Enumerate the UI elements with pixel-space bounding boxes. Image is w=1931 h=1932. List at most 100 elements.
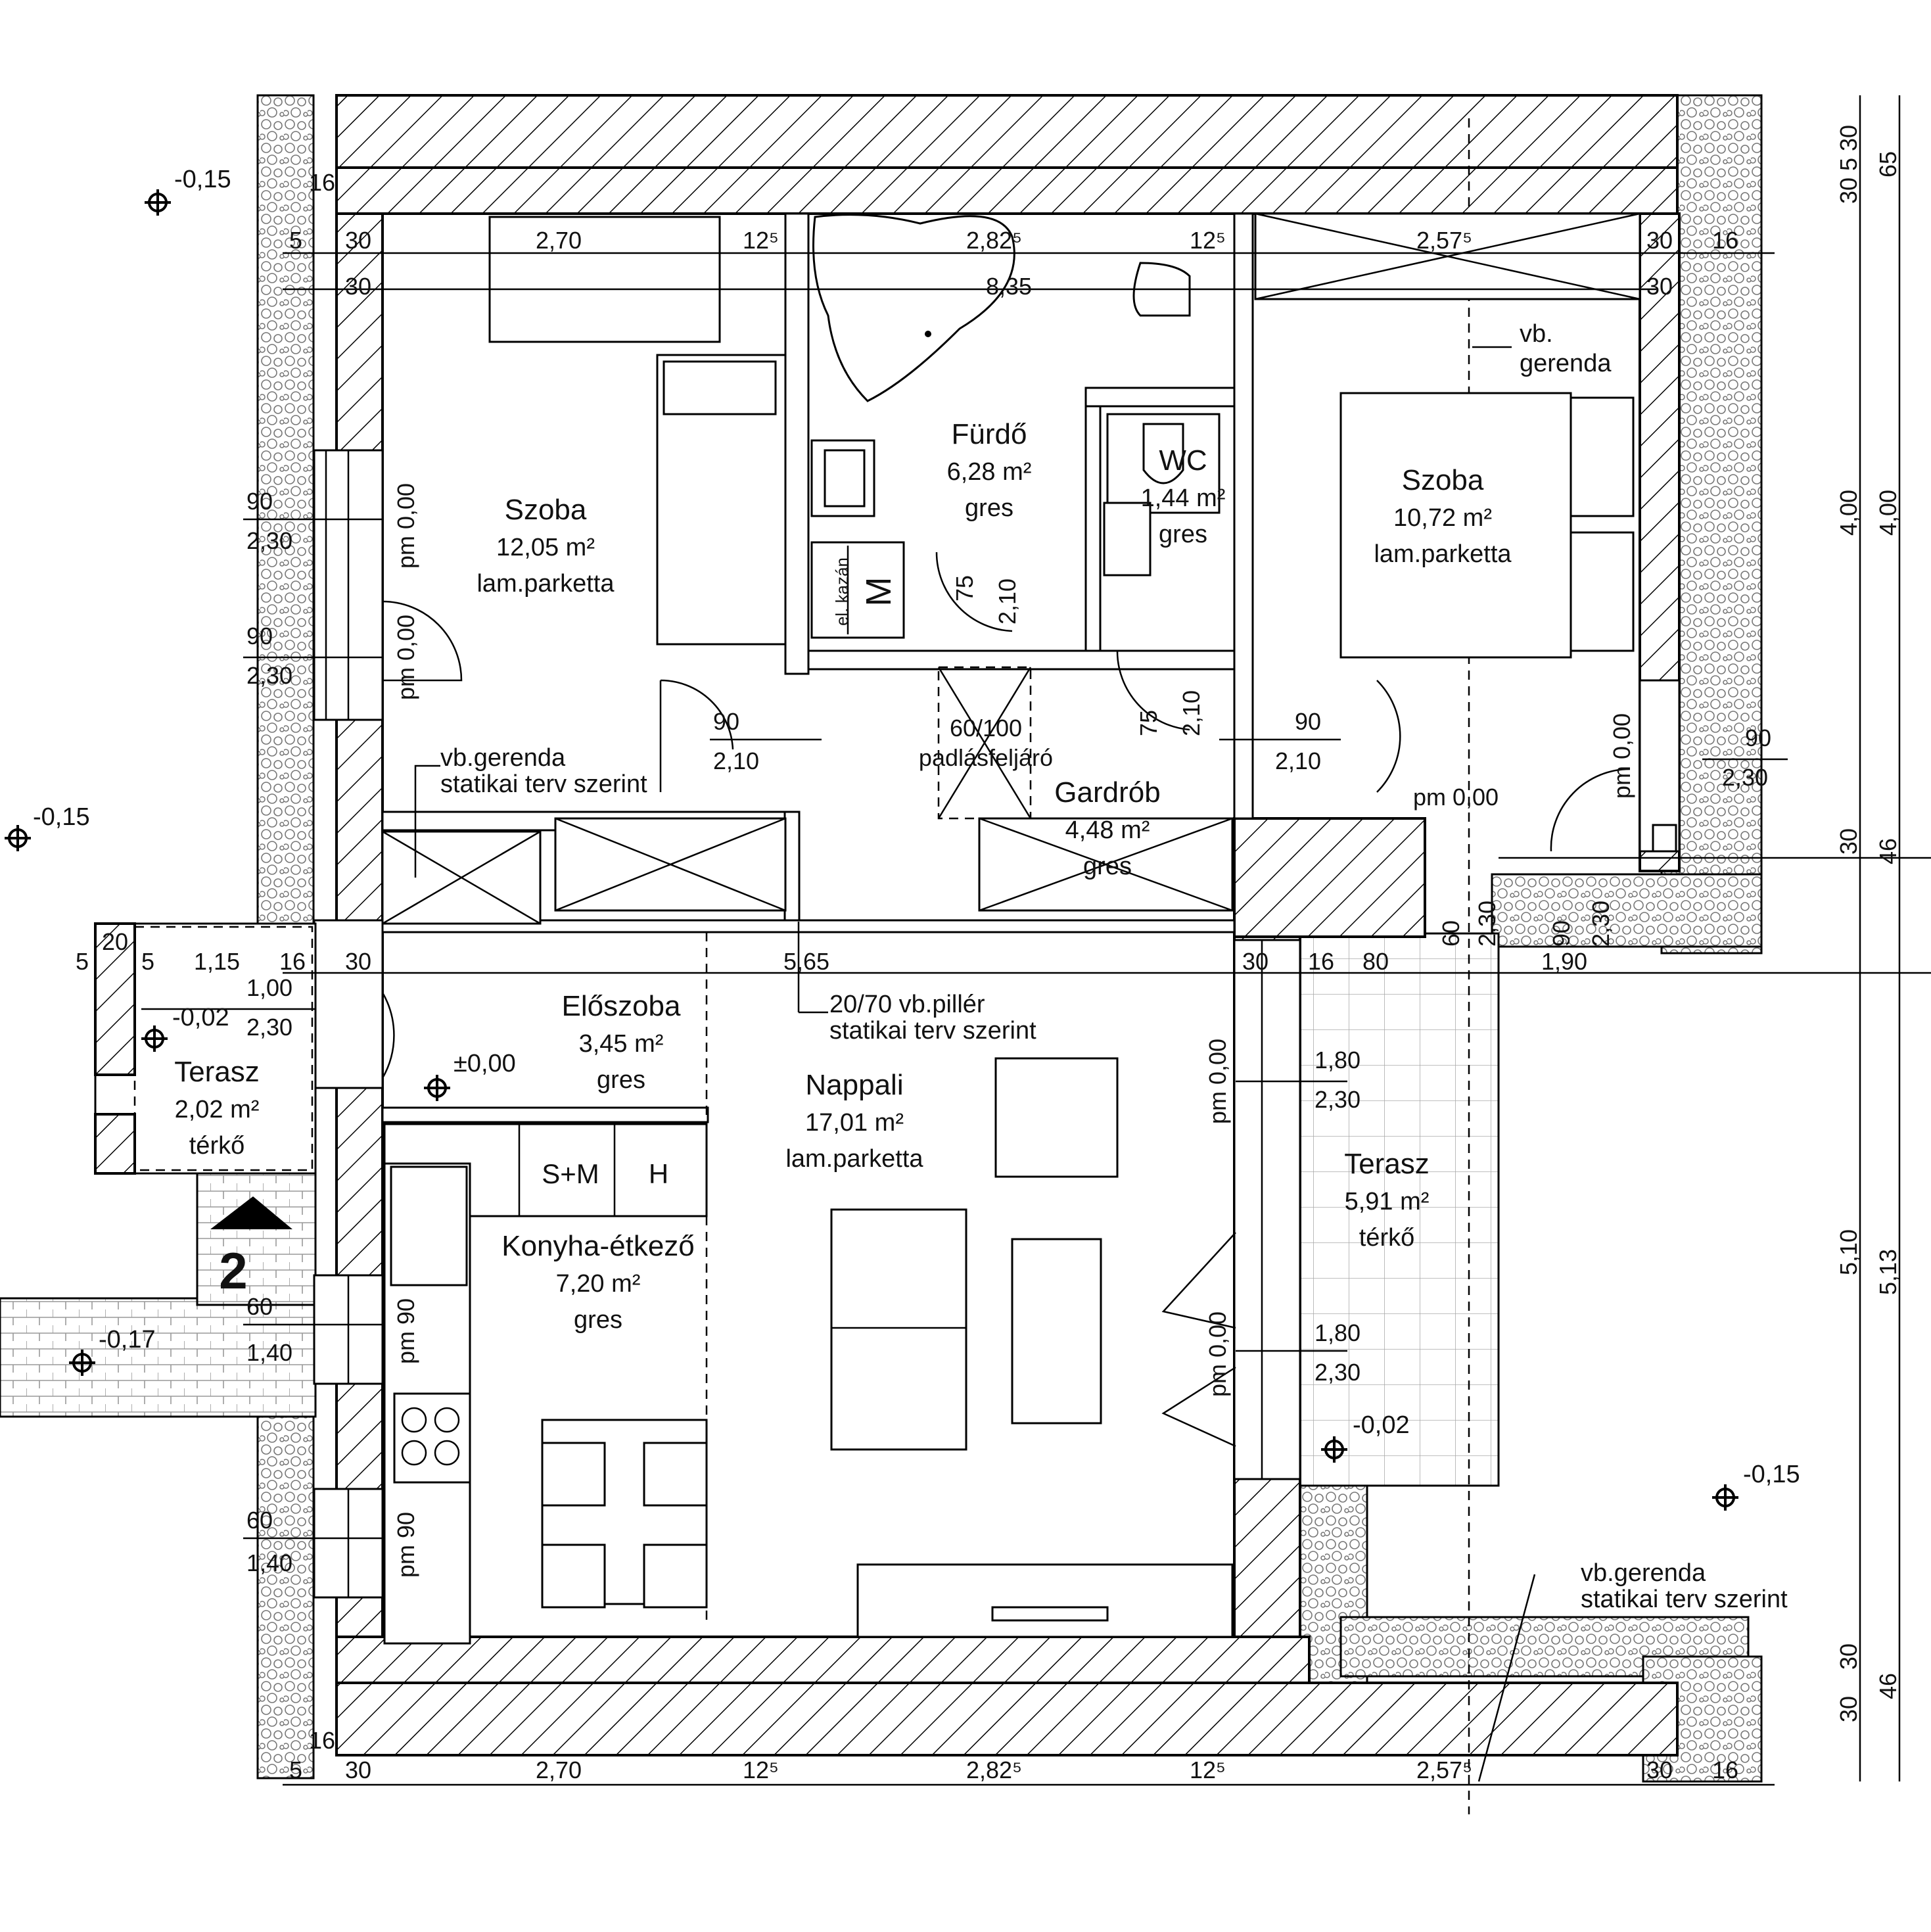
dim-label: 20 — [102, 928, 128, 955]
room-floor: lam.parketta — [1374, 540, 1512, 568]
room-floor: gres — [597, 1066, 645, 1094]
level-label: -0,15 — [1743, 1461, 1800, 1488]
room-area: 10,72 m² — [1393, 504, 1492, 532]
room-floor: lam.parketta — [477, 570, 615, 598]
level-labels: -0,15 -0,15 -0,02 ±0,00 -0,17 -0,02 -0,1… — [33, 166, 1800, 1488]
room-area: 17,01 m² — [805, 1109, 904, 1137]
level-marker-7 — [1712, 1484, 1738, 1511]
room-name: Terasz — [1344, 1148, 1430, 1180]
dim-label: 65 — [1874, 151, 1901, 177]
note-vb-gerenda: vb.gerenda — [1581, 1559, 1706, 1587]
dim-label: 30 — [345, 227, 371, 254]
dim-label: 2,10 — [994, 578, 1021, 624]
room-area: 12,05 m² — [496, 534, 595, 561]
room-floor: térkő — [1359, 1224, 1414, 1252]
dim-label: 30 — [345, 273, 371, 300]
wardrobes — [381, 212, 1641, 925]
room-area: 2,02 m² — [175, 1096, 260, 1123]
dim-label: pm 0,00 — [392, 483, 419, 569]
room-area: 4,48 m² — [1065, 816, 1150, 844]
dim-label: pm 90 — [392, 1512, 419, 1578]
note-pillar: statikai terv szerint — [829, 1017, 1036, 1045]
room-nappali: Nappali 17,01 m² lam.parketta — [785, 1069, 923, 1173]
section-mark-label: 2 — [219, 1242, 247, 1300]
room-area: 1,44 m² — [1141, 484, 1226, 512]
leader-lines — [414, 346, 1536, 1782]
room-gardrob: Gardrób 4,48 m² gres — [1054, 776, 1160, 880]
dim-label: 60 — [1437, 920, 1464, 947]
level-marker-2 — [5, 825, 31, 851]
attic-hatch-label: padlásfeljáró — [919, 744, 1053, 771]
dim-label: 1,40 — [246, 1339, 292, 1366]
dim-label: 2,30 — [1474, 901, 1501, 947]
dim-label: 75 — [1135, 710, 1162, 736]
room-wc: WC 1,44 m² gres — [1141, 444, 1226, 548]
dim-label: 90 — [1548, 920, 1575, 947]
dim-label: 30 — [1835, 828, 1862, 855]
dim-label: pm 0,00 — [1204, 1311, 1231, 1397]
dim-label: 80 — [1362, 948, 1389, 975]
bedroom-left-furniture — [488, 216, 787, 646]
dim-label: 5,10 — [1835, 1229, 1862, 1275]
note-vb-gerenda: vb. — [1520, 320, 1553, 348]
dim-label: 30 — [1835, 1696, 1862, 1722]
level-marker-4 — [424, 1075, 450, 1101]
room-area: 3,45 m² — [579, 1030, 664, 1058]
dim-label: 2,30 — [246, 527, 292, 554]
dim-label: 1,80 — [1314, 1319, 1361, 1346]
bedroom-right-furniture — [1339, 392, 1677, 853]
dim-label: 30 — [345, 1756, 371, 1783]
room-area: 7,20 m² — [556, 1270, 641, 1298]
room-area: 6,28 m² — [947, 458, 1032, 486]
bathroom-fixtures — [810, 214, 1221, 639]
dim-label: 1,40 — [246, 1549, 292, 1576]
section-mark: 2 — [210, 1196, 292, 1300]
dim-label: 2,70 — [536, 227, 582, 254]
insulation-layer — [256, 94, 1763, 1783]
dim-label: 2,57⁵ — [1416, 1756, 1472, 1783]
dim-label: 30 — [1242, 948, 1268, 975]
dim-label: pm 90 — [392, 1298, 419, 1364]
room-terasz-right: Terasz 5,91 m² térkő — [1344, 1148, 1430, 1252]
dim-label: 2,82⁵ — [966, 1756, 1022, 1783]
dim-label: 2,30 — [246, 1014, 292, 1041]
dim-label: 12⁵ — [1190, 227, 1226, 254]
dim-label: pm 0,00 — [1413, 784, 1499, 811]
dim-label: 5 — [289, 1756, 302, 1783]
dim-label: 2,10 — [1275, 747, 1321, 774]
note-vb-gerenda: gerenda — [1520, 350, 1612, 377]
level-label: -0,17 — [99, 1326, 156, 1354]
level-label: -0,15 — [174, 166, 231, 193]
dim-label: 30 — [1835, 177, 1862, 204]
dim-label: 2,10 — [1178, 690, 1205, 736]
dim-label: 5 — [76, 948, 89, 975]
dim-label: 2,57⁵ — [1416, 227, 1472, 254]
level-marker-5 — [69, 1350, 95, 1376]
dim-label: 90 — [1745, 724, 1771, 751]
dim-label: 4,00 — [1835, 490, 1862, 536]
room-name: Szoba — [505, 494, 587, 526]
walkway-paving-entry — [196, 1172, 317, 1306]
dim-label: 5,13 — [1874, 1249, 1901, 1295]
dim-label: 90 — [1295, 708, 1321, 735]
boiler-label: el. kazán — [832, 557, 852, 626]
dim-label: 2,70 — [536, 1756, 582, 1783]
dim-label: 16 — [309, 169, 335, 196]
room-name: Fürdő — [952, 418, 1027, 450]
room-konyha: Konyha-étkező 7,20 m² gres — [501, 1230, 695, 1334]
dim-label: 12⁵ — [743, 1756, 779, 1783]
room-name: Gardrób — [1054, 776, 1160, 809]
dim-label: 5 — [289, 227, 302, 254]
fridge-label: H — [649, 1158, 668, 1189]
fixture-labels: S+M H M el. kazán 60/100 padlásfeljáró — [542, 557, 1053, 1189]
note-vb-gerenda: statikai terv szerint — [440, 770, 647, 798]
dim-label: 30 — [1646, 1756, 1673, 1783]
room-terasz-left: Terasz 2,02 m² térkő — [174, 1056, 260, 1160]
room-name: Terasz — [174, 1056, 260, 1088]
level-label: -0,15 — [33, 803, 90, 831]
room-area: 5,91 m² — [1345, 1188, 1430, 1215]
dim-label: 75 — [951, 575, 978, 601]
dimension-lines — [141, 95, 1931, 1786]
dim-label: 12⁵ — [743, 227, 779, 254]
